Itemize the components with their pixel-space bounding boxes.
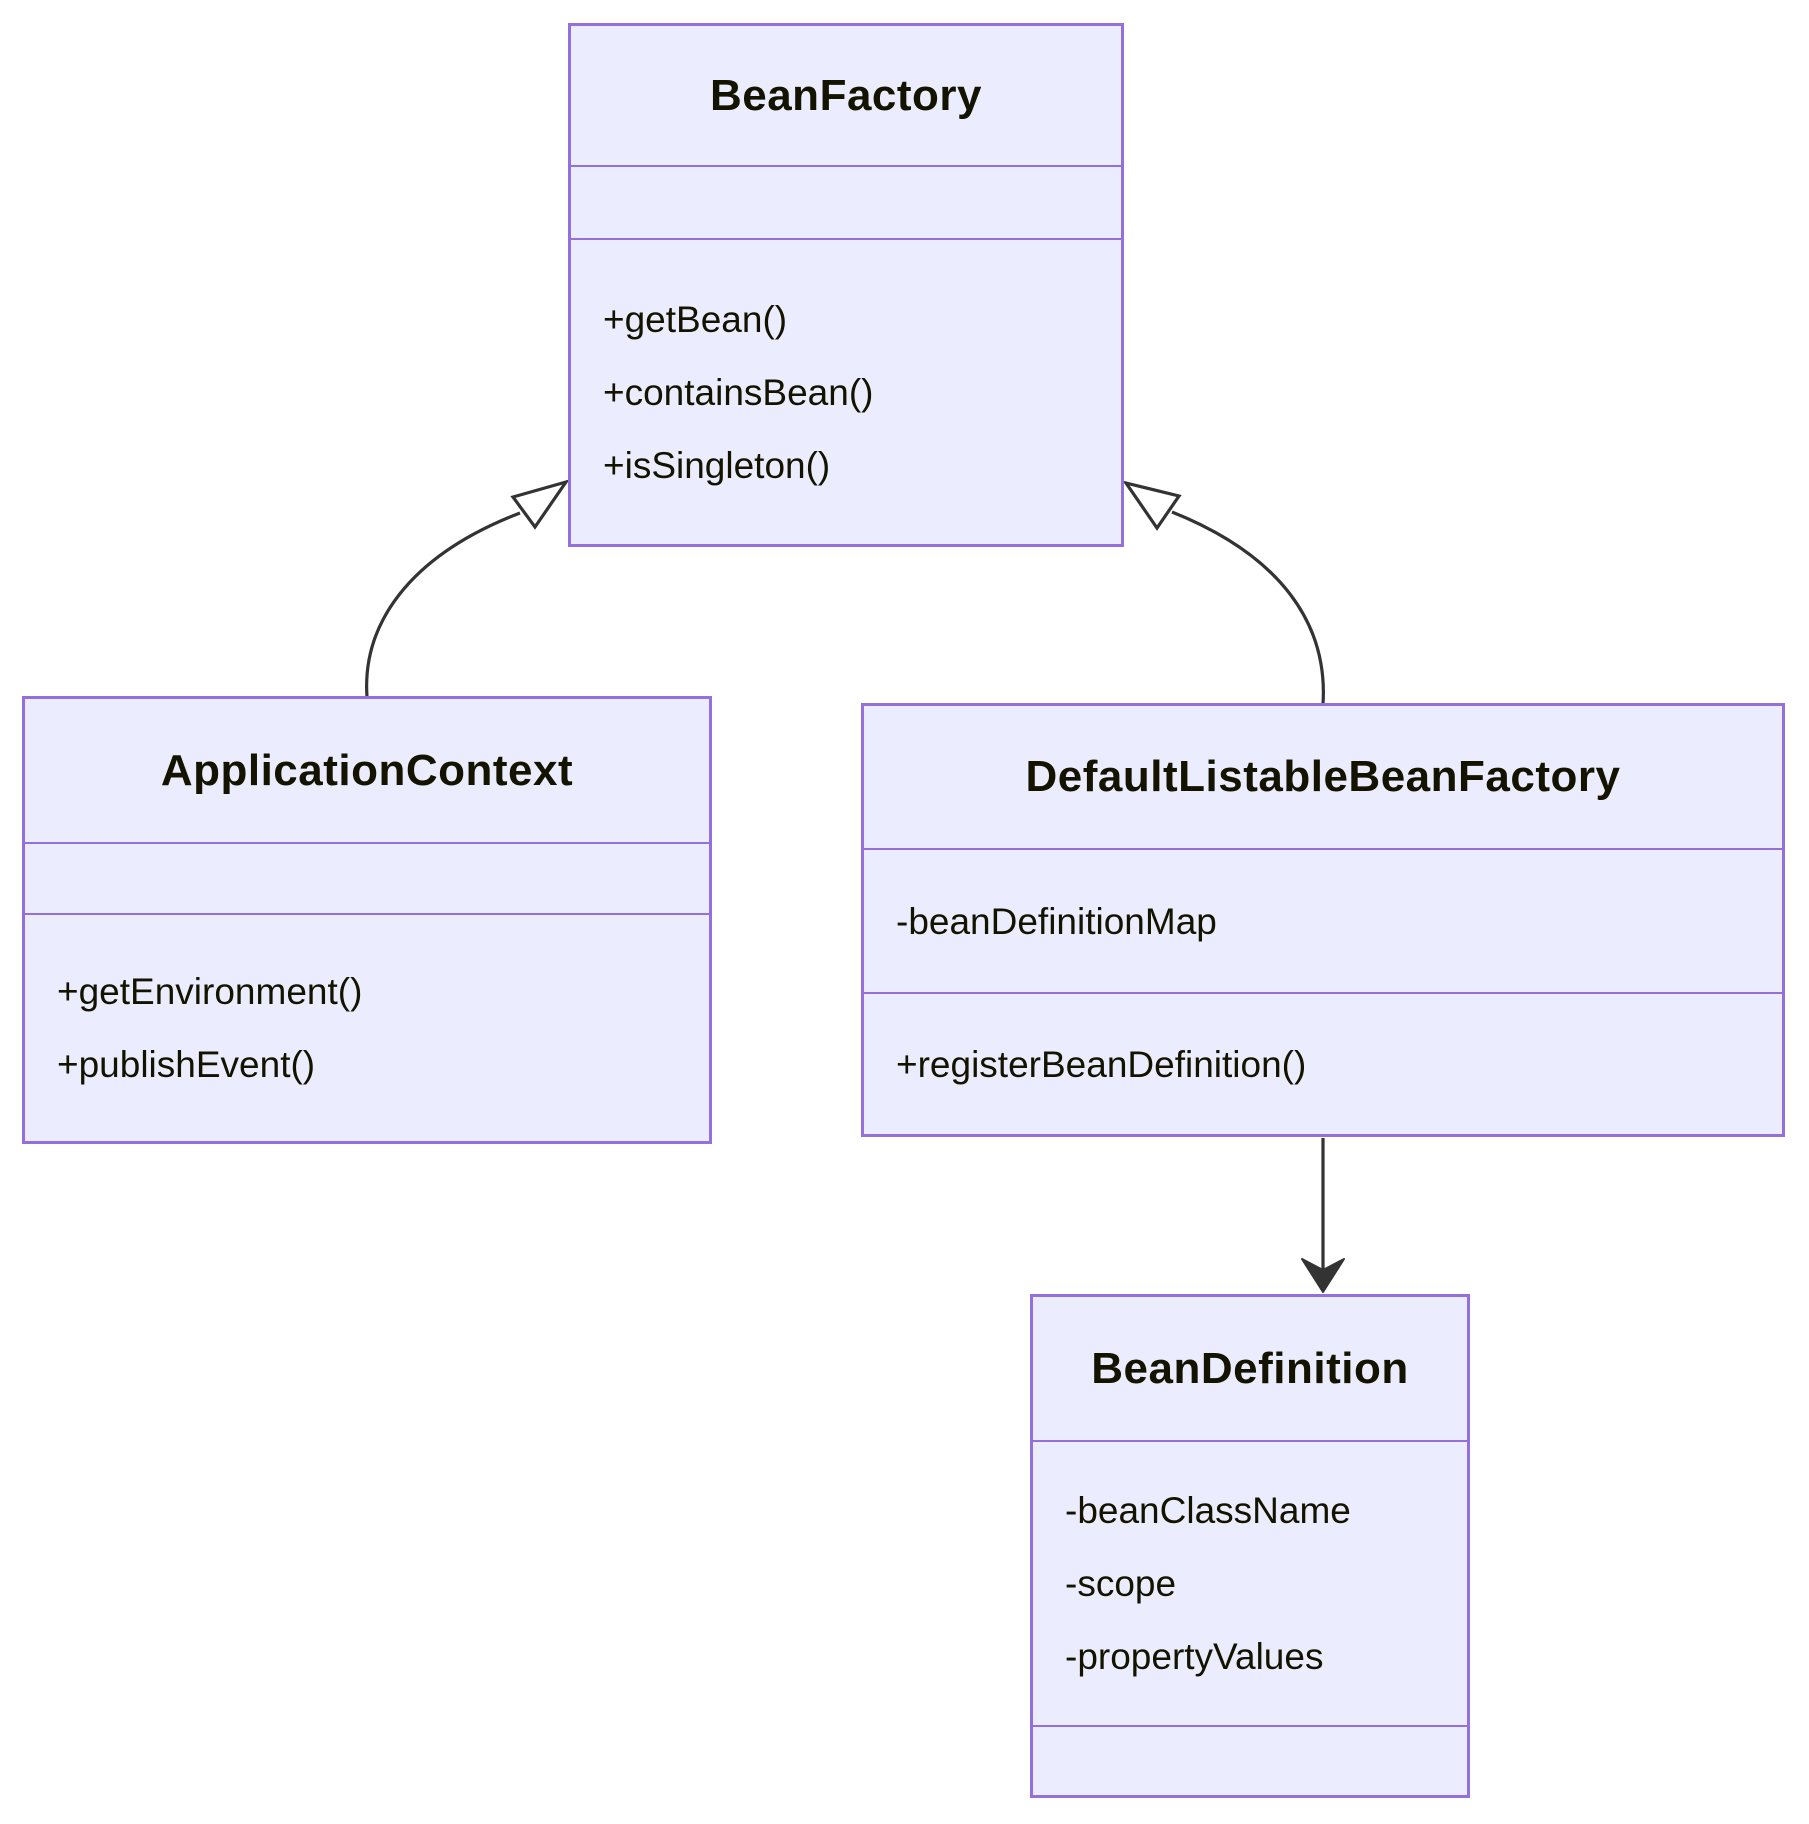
- method-label: +getBean(): [603, 298, 788, 340]
- attribute-label: -beanClassName: [1065, 1490, 1351, 1531]
- class-attributes-section: [571, 165, 1121, 238]
- class-attributes-section: -beanDefinitionMap: [864, 848, 1782, 992]
- method-label: +containsBean(): [603, 371, 874, 413]
- method-label: +getEnvironment(): [57, 971, 363, 1012]
- inheritance-edge-applicationcontext-to-beanfactory: [365, 511, 521, 698]
- inheritance-edge-defaultlistablebeanfactory-to-beanfactory: [1171, 510, 1325, 705]
- class-title: BeanFactory: [709, 70, 983, 120]
- class-box-beandefinition: BeanDefinition -beanClassName -scope -pr…: [1030, 1294, 1470, 1798]
- class-methods-section: +registerBeanDefinition(): [864, 992, 1782, 1134]
- class-methods-section: [1033, 1725, 1467, 1795]
- inheritance-triangle-icon-right: [1122, 480, 1182, 531]
- class-title-section: BeanFactory: [571, 26, 1121, 165]
- class-title-section: DefaultListableBeanFactory: [864, 706, 1782, 848]
- class-box-defaultlistablebeanfactory: DefaultListableBeanFactory -beanDefiniti…: [861, 703, 1785, 1137]
- method-label: +registerBeanDefinition(): [896, 1043, 1307, 1085]
- class-box-beanfactory: BeanFactory +getBean() +containsBean() +…: [568, 23, 1124, 547]
- inheritance-triangle-icon-left: [510, 479, 570, 530]
- class-attributes-section: [25, 842, 709, 913]
- class-title: ApplicationContext: [160, 745, 574, 795]
- class-title-section: BeanDefinition: [1033, 1297, 1467, 1440]
- class-attributes-section: -beanClassName -scope -propertyValues: [1033, 1440, 1467, 1725]
- class-title-section: ApplicationContext: [25, 699, 709, 842]
- class-title: DefaultListableBeanFactory: [1025, 752, 1621, 801]
- class-methods-section: +getEnvironment() +publishEvent(): [25, 913, 709, 1141]
- class-title: BeanDefinition: [1091, 1343, 1409, 1393]
- association-arrowhead-icon: [1301, 1258, 1345, 1293]
- class-methods-section: +getBean() +containsBean() +isSingleton(…: [571, 238, 1121, 544]
- class-box-applicationcontext: ApplicationContext +getEnvironment() +pu…: [22, 696, 712, 1144]
- method-label: +publishEvent(): [57, 1044, 316, 1085]
- method-label: +isSingleton(): [603, 444, 831, 486]
- attribute-label: -beanDefinitionMap: [896, 900, 1217, 942]
- attribute-label: -propertyValues: [1065, 1636, 1324, 1677]
- attribute-label: -scope: [1065, 1563, 1177, 1604]
